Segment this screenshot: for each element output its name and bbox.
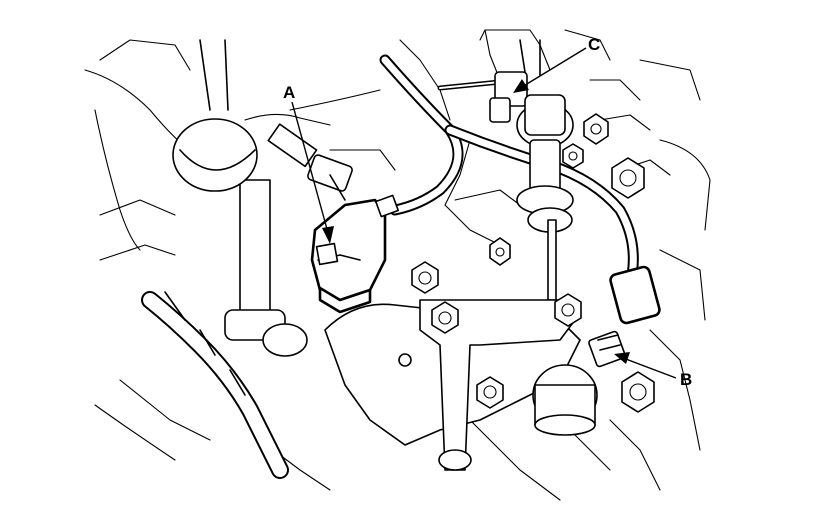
bolt <box>621 371 655 413</box>
callout-b-label: B <box>680 370 692 389</box>
sensor-c <box>489 39 574 148</box>
callout-c-label: C <box>588 35 600 54</box>
shift-lever-arm <box>419 299 576 471</box>
bolt <box>562 143 584 169</box>
lower-right-cylinder <box>532 364 598 436</box>
connector-b <box>588 265 661 368</box>
left-rod-assembly <box>172 39 308 357</box>
bolt <box>476 376 504 409</box>
engine-background-outlines <box>84 29 711 501</box>
callout-a: A <box>283 83 334 244</box>
left-sensor-tube <box>267 123 353 201</box>
center-shift-shaft <box>516 139 574 301</box>
callout-c-arrowhead <box>513 79 529 93</box>
bolt <box>489 237 511 266</box>
callout-a-arrowhead <box>322 226 334 244</box>
bolt <box>611 157 645 199</box>
bolt <box>411 261 439 294</box>
callout-a-label: A <box>283 83 295 102</box>
connector-a <box>310 194 399 314</box>
sensor-c-lead-wire <box>437 79 503 91</box>
bolt <box>554 293 582 327</box>
left-coolant-hose <box>141 291 289 479</box>
callout-c: C <box>513 35 600 93</box>
callout-b: B <box>614 352 692 389</box>
main-wire-harness <box>379 54 639 291</box>
bolts <box>411 113 655 413</box>
callout-b-arrowhead <box>614 352 630 364</box>
bolt <box>431 301 459 334</box>
bolt <box>583 113 609 145</box>
